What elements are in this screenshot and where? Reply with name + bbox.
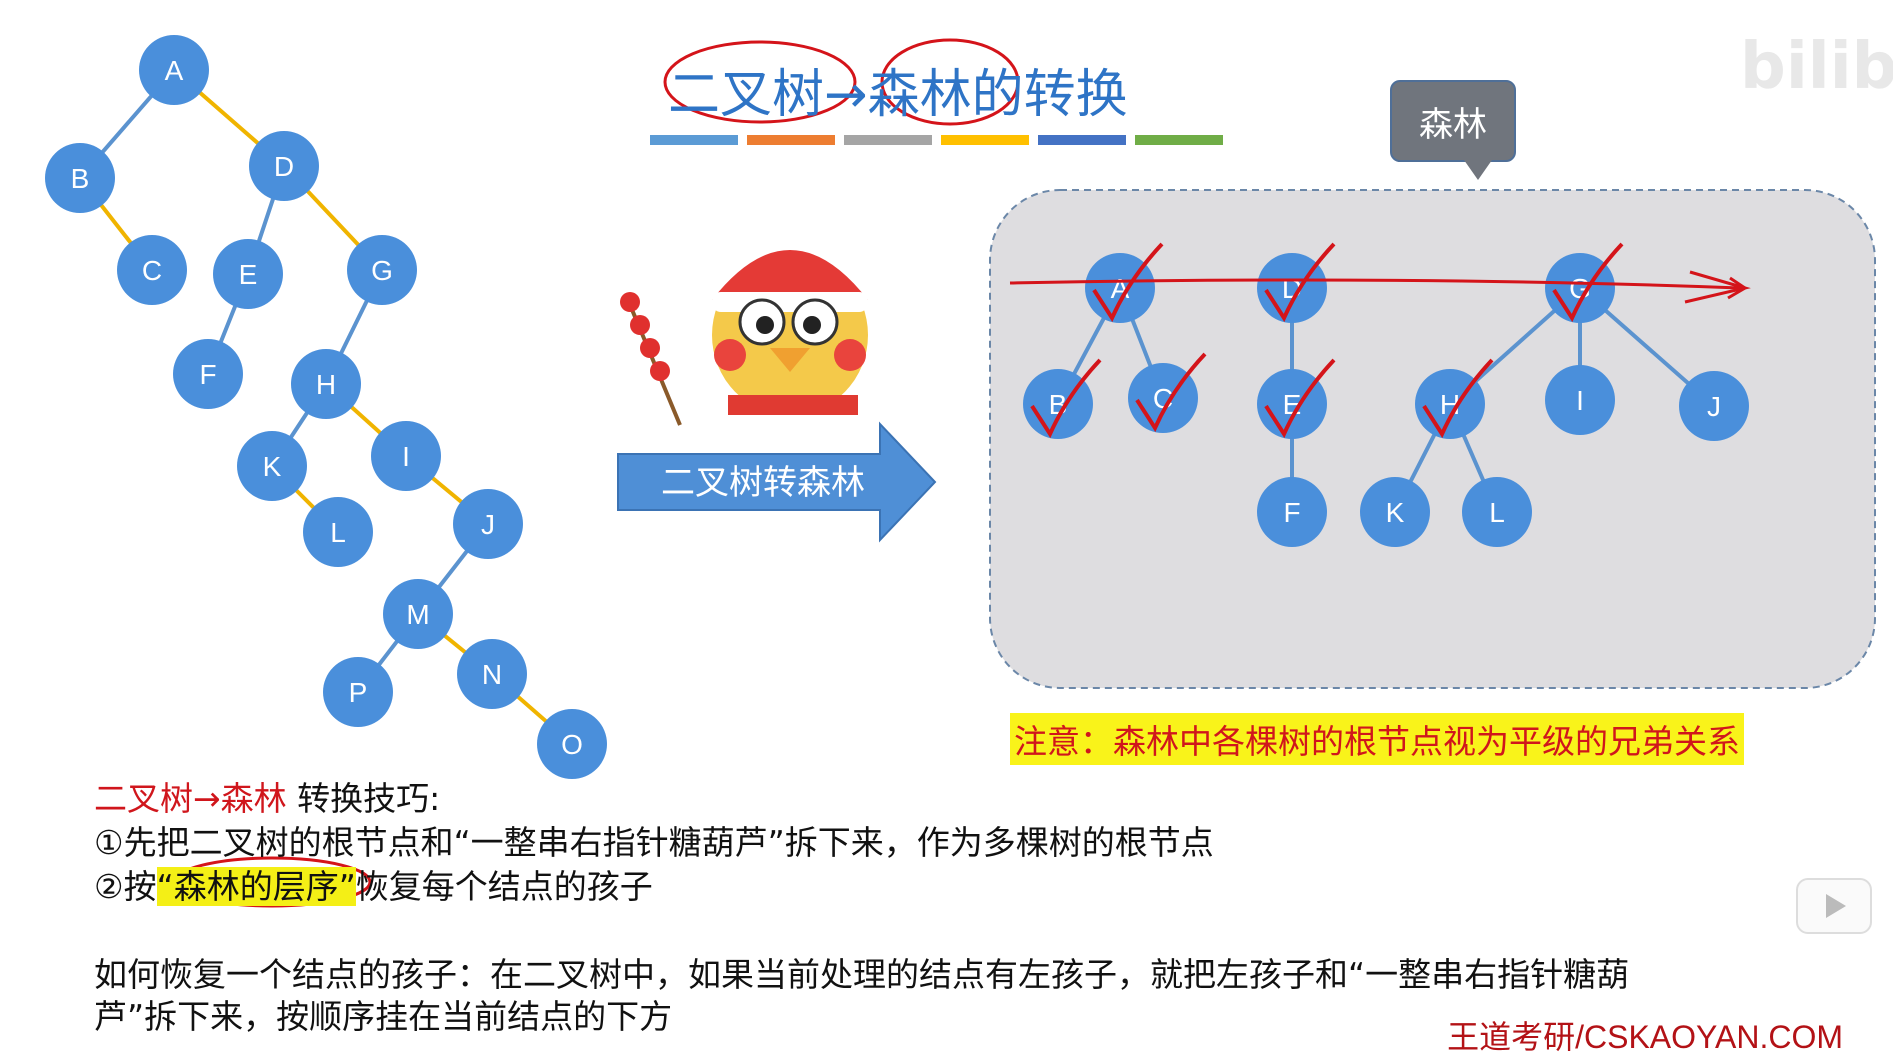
tip-step-1: ①先把二叉树的根节点和“一整串右指针糖葫芦”拆下来，作为多棵树的根节点 bbox=[94, 823, 1214, 862]
check-mark-D bbox=[1264, 242, 1336, 323]
bt-node-label-H: H bbox=[316, 369, 336, 400]
footer-brand: 王道考研/CSKAOYAN.COM bbox=[1447, 1019, 1843, 1055]
check-mark-E bbox=[1264, 358, 1336, 439]
tip-paragraph-line-2: 芦”拆下来，按顺序挂在当前结点的下方 bbox=[94, 997, 673, 1036]
bt-node-E: E bbox=[213, 239, 283, 309]
convert-arrow bbox=[617, 421, 937, 543]
mascot-image bbox=[620, 219, 868, 426]
forest-node-L: L bbox=[1462, 477, 1532, 547]
bt-node-H: H bbox=[291, 349, 361, 419]
check-mark-A bbox=[1092, 242, 1164, 323]
root-sweep-arrowhead-2 bbox=[1727, 276, 1748, 300]
bt-node-B: B bbox=[45, 143, 115, 213]
forest-node-label-L: L bbox=[1489, 497, 1505, 528]
bt-node-label-J: J bbox=[481, 509, 495, 540]
bt-node-label-M: M bbox=[406, 599, 429, 630]
bt-node-label-P: P bbox=[349, 677, 368, 708]
forest-node-label-G: G bbox=[1569, 273, 1591, 304]
tip-step-2-highlight: “森林的层序” bbox=[156, 867, 356, 906]
play-button[interactable] bbox=[1796, 878, 1872, 934]
bt-node-O: O bbox=[537, 709, 607, 779]
binary-tree-nodes: A B D C E G F H K I L J M P N O bbox=[45, 35, 607, 779]
bt-node-label-E: E bbox=[239, 259, 258, 290]
forest-callout: 森林 bbox=[1390, 80, 1516, 180]
bt-node-label-C: C bbox=[142, 255, 162, 286]
title-color-bars bbox=[650, 135, 1223, 145]
root-sweep-line bbox=[1009, 278, 1741, 290]
bt-node-P: P bbox=[323, 657, 393, 727]
bt-node-D: D bbox=[249, 131, 319, 201]
bt-node-J: J bbox=[453, 489, 523, 559]
check-mark-H bbox=[1422, 358, 1494, 439]
slide-title: 二叉树→森林的转换 bbox=[668, 65, 1128, 125]
check-mark-C bbox=[1135, 352, 1207, 433]
bt-node-label-A: A bbox=[165, 55, 184, 86]
title-bar-6 bbox=[1135, 135, 1223, 145]
tips-heading-rest: 转换技巧: bbox=[286, 779, 441, 818]
bt-node-label-D: D bbox=[274, 151, 294, 182]
forest-node-K: K bbox=[1360, 477, 1430, 547]
tip-step-2: ②按“森林的层序”恢复每个结点的孩子 bbox=[94, 860, 653, 908]
tips-heading: 二叉树→森林 转换技巧: bbox=[94, 772, 440, 820]
bt-node-label-K: K bbox=[263, 451, 282, 482]
title-bar-3 bbox=[844, 135, 932, 145]
title-bar-5 bbox=[1038, 135, 1126, 145]
bt-node-N: N bbox=[457, 639, 527, 709]
tips-heading-red: 二叉树→森林 bbox=[94, 779, 287, 818]
bt-node-K: K bbox=[237, 431, 307, 501]
check-marks bbox=[1030, 242, 1624, 439]
circle-annotation-binary-tree bbox=[663, 40, 857, 124]
bt-node-label-N: N bbox=[482, 659, 502, 690]
bt-node-C: C bbox=[117, 235, 187, 305]
bt-node-label-L: L bbox=[330, 517, 346, 548]
tip-step-2-suffix: 恢复每个结点的孩子 bbox=[355, 867, 653, 906]
title-bar-1 bbox=[650, 135, 738, 145]
forest-node-label-I: I bbox=[1576, 385, 1584, 416]
circle-annotation-forest bbox=[880, 38, 1020, 126]
bt-node-label-I: I bbox=[402, 441, 410, 472]
title-bar-4 bbox=[941, 135, 1029, 145]
tip-step-2-prefix: ②按 bbox=[94, 867, 157, 906]
tip-paragraph-line-1: 如何恢复一个结点的孩子：在二叉树中，如果当前处理的结点有左孩子，就把左孩子和“一… bbox=[94, 955, 1630, 994]
forest-node-label-F: F bbox=[1283, 497, 1300, 528]
bt-node-F: F bbox=[173, 339, 243, 409]
bt-node-A: A bbox=[139, 35, 209, 105]
bt-node-label-B: B bbox=[71, 163, 90, 194]
bt-node-L: L bbox=[303, 497, 373, 567]
bt-node-label-G: G bbox=[371, 255, 393, 286]
convert-arrow-label: 二叉树转森林 bbox=[661, 463, 865, 503]
bt-node-I: I bbox=[371, 421, 441, 491]
bt-node-label-O: O bbox=[561, 729, 583, 760]
bt-node-M: M bbox=[383, 579, 453, 649]
forest-node-F: F bbox=[1257, 477, 1327, 547]
forest-node-label-K: K bbox=[1386, 497, 1405, 528]
title-bar-2 bbox=[747, 135, 835, 145]
bilibili-watermark: bilibili bbox=[1740, 30, 1893, 104]
check-mark-G bbox=[1552, 242, 1624, 323]
forest-node-I: I bbox=[1545, 365, 1615, 435]
bt-node-G: G bbox=[347, 235, 417, 305]
forest-node-J: J bbox=[1679, 371, 1749, 441]
forest-note: 注意：森林中各棵树的根节点视为平级的兄弟关系 bbox=[1010, 713, 1744, 765]
forest-callout-label: 森林 bbox=[1419, 104, 1487, 145]
forest-node-label-J: J bbox=[1707, 391, 1721, 422]
bt-node-label-F: F bbox=[199, 359, 216, 390]
check-mark-B bbox=[1030, 358, 1102, 439]
